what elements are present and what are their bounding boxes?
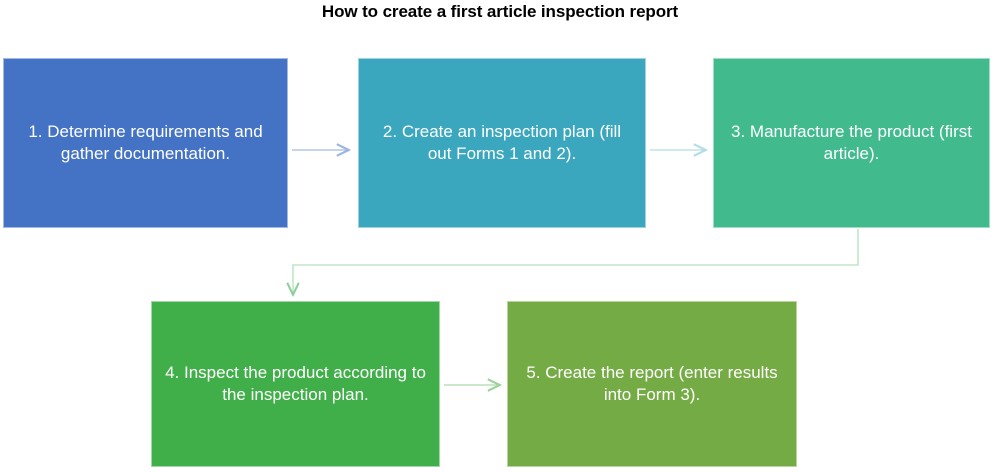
flow-node-label: 4. Inspect the product according to the … [165, 362, 426, 404]
flow-node-step-1[interactable]: 1. Determine requirements and gather doc… [3, 58, 288, 228]
flow-node-step-3[interactable]: 3. Manufacture the product (first articl… [713, 58, 990, 228]
flow-node-step-2[interactable]: 2. Create an inspection plan (fill out F… [358, 58, 646, 228]
flow-node-label: 2. Create an inspection plan (fill out F… [382, 121, 622, 163]
flow-node-step-5[interactable]: 5. Create the report (enter results into… [507, 301, 797, 467]
flow-node-step-4[interactable]: 4. Inspect the product according to the … [151, 301, 440, 467]
flow-node-label: 3. Manufacture the product (first articl… [731, 121, 972, 163]
page-title: How to create a first article inspection… [321, 2, 679, 21]
arrow-step3-to-step4 [293, 229, 859, 294]
flow-node-label: 5. Create the report (enter results into… [526, 362, 778, 404]
flow-node-label: 1. Determine requirements and gather doc… [28, 121, 263, 163]
